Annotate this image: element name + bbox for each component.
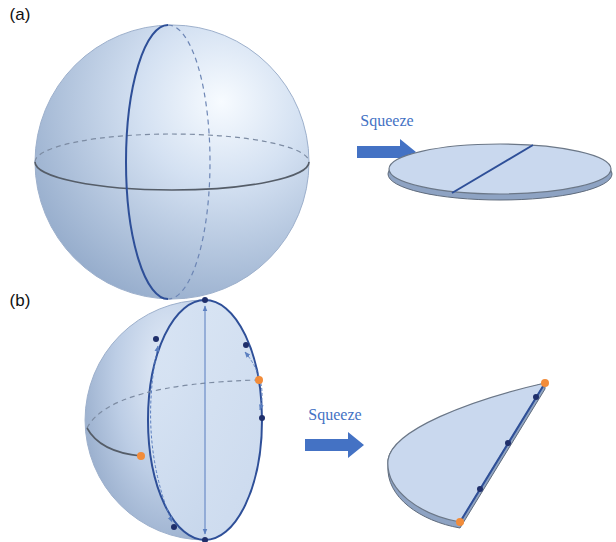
sector-edge [388,383,545,528]
orange-point [541,379,549,387]
boundary-point [171,524,177,530]
action-label: Squeeze [360,112,413,130]
boundary-point [202,297,208,303]
boundary-point [202,537,208,542]
disk-face [389,144,611,194]
boundary-point [153,336,159,342]
antipodal-arrow [151,346,172,522]
boundary-point [243,342,249,348]
panel-label: (b) [10,292,31,311]
equator-back [35,134,309,162]
boundary-point [505,440,511,446]
boundary-point [533,394,539,400]
squeezed-points [477,394,539,492]
squeezed-meridian [452,145,533,193]
meridian-front [126,25,168,299]
orange-point [456,518,464,526]
orange-point [255,376,263,384]
boundary-point [259,415,265,421]
squeeze-arrow [305,432,364,458]
sphere [35,25,309,299]
cut-face [148,300,262,540]
antipodal-arrow [245,352,262,410]
sector-face [388,383,545,522]
meridian-back [168,25,210,299]
equator-front [35,162,309,190]
boundary-points [153,297,265,542]
equator-front [87,428,141,456]
panel-label: (a) [10,6,31,25]
equator-back [87,380,259,428]
orange-point [137,452,145,460]
boundary-point [477,486,483,492]
action-label: Squeeze [308,406,361,424]
antipodal-arrow [205,306,206,534]
squeezed-boundary [460,383,545,522]
